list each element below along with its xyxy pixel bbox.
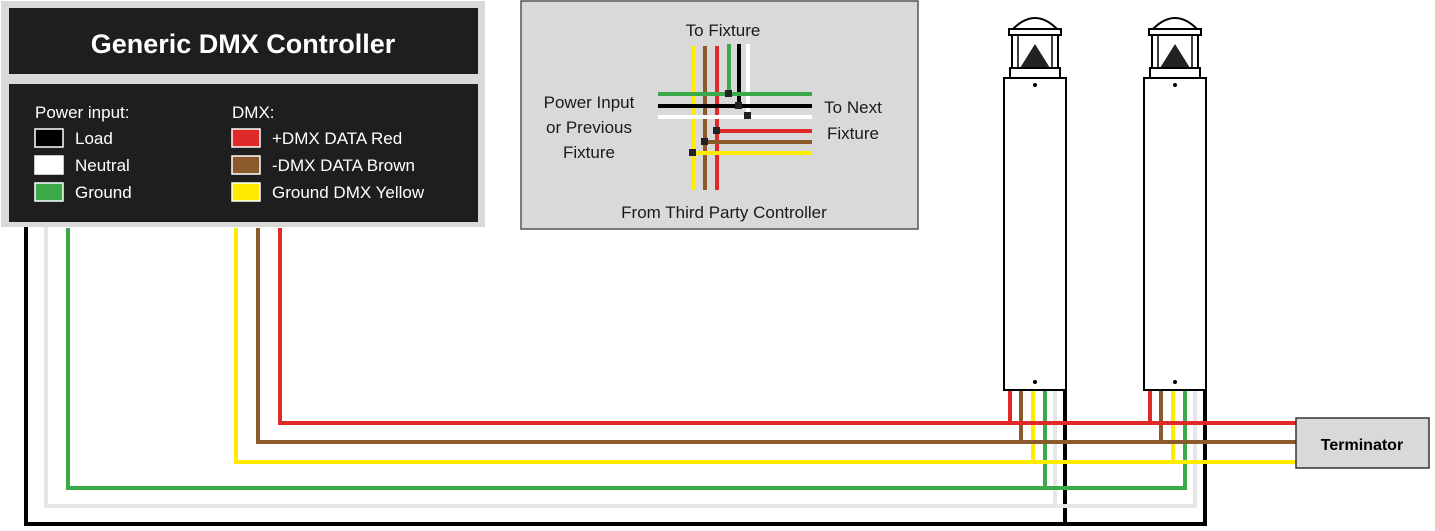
junction-white: [744, 112, 751, 119]
inset-from-controller: From Third Party Controller: [621, 203, 827, 222]
fixture-reflector: [1020, 44, 1050, 68]
load-wire: [24, 225, 1207, 526]
fixture-pole: [1003, 77, 1067, 391]
fixture-pole: [1143, 77, 1207, 391]
dmx-brown-wire: [256, 228, 1296, 444]
power-legend-swatch-1: [34, 155, 64, 175]
inset-to-next-line1: To Next: [824, 98, 882, 117]
inset-power-input-line2: or Previous: [546, 118, 632, 137]
junction-green: [725, 90, 732, 97]
dmx-legend-label-2: Ground DMX Yellow: [272, 183, 425, 202]
junction-yellow: [689, 149, 696, 156]
dmx-legend-swatch-2: [231, 182, 261, 202]
fixture-reflector: [1160, 44, 1190, 68]
dmx-legend-label-0: +DMX DATA Red: [272, 129, 402, 148]
dmx-legend-swatch-0: [231, 128, 261, 148]
inset-to-fixture: To Fixture: [686, 21, 761, 40]
inset-to-next-line2: Fixture: [827, 124, 879, 143]
fixture-bottom-screw: [1173, 380, 1177, 384]
controller: Generic DMX Controller Power input: DMX:…: [1, 1, 485, 227]
fixture-top-screw: [1173, 83, 1177, 87]
junction-black: [735, 102, 742, 109]
power-legend-swatch-0: [34, 128, 64, 148]
fixture-1: [1003, 17, 1067, 391]
controller-title-bar: [9, 8, 478, 74]
fixture-head-base: [1149, 67, 1201, 79]
dmx-heading: DMX:: [232, 103, 275, 122]
neutral-wire: [44, 225, 1197, 508]
power-legend-label-0: Load: [75, 129, 113, 148]
wiring-detail-inset: To Fixture Power Input or Previous Fixtu…: [520, 0, 919, 230]
controller-title: Generic DMX Controller: [91, 29, 396, 59]
dmx-legend-swatch-1: [231, 155, 261, 175]
junction-brown: [701, 138, 708, 145]
fixtures: [1003, 17, 1207, 391]
terminator: Terminator: [1295, 417, 1430, 469]
fixture-top-screw: [1033, 83, 1037, 87]
terminator-box: [1295, 417, 1430, 469]
wires: [24, 225, 1296, 526]
power-legend-label-2: Ground: [75, 183, 132, 202]
junction-red: [713, 127, 720, 134]
inset-power-input-line1: Power Input: [544, 93, 635, 112]
inset-junctions: [689, 90, 751, 156]
fixture-2: [1143, 17, 1207, 391]
power-heading: Power input:: [35, 103, 130, 122]
dmx-legend-label-1: -DMX DATA Brown: [272, 156, 415, 175]
fixture-head-base: [1009, 67, 1061, 79]
dmx-red-wire: [278, 228, 1296, 425]
ground-wire: [66, 228, 1187, 490]
terminator-label: Terminator: [1321, 437, 1403, 454]
dmx-yellow-wire: [234, 228, 1296, 464]
inset-power-input-line3: Fixture: [563, 143, 615, 162]
fixture-bottom-screw: [1033, 380, 1037, 384]
power-legend-swatch-2: [34, 182, 64, 202]
power-legend-label-1: Neutral: [75, 156, 130, 175]
